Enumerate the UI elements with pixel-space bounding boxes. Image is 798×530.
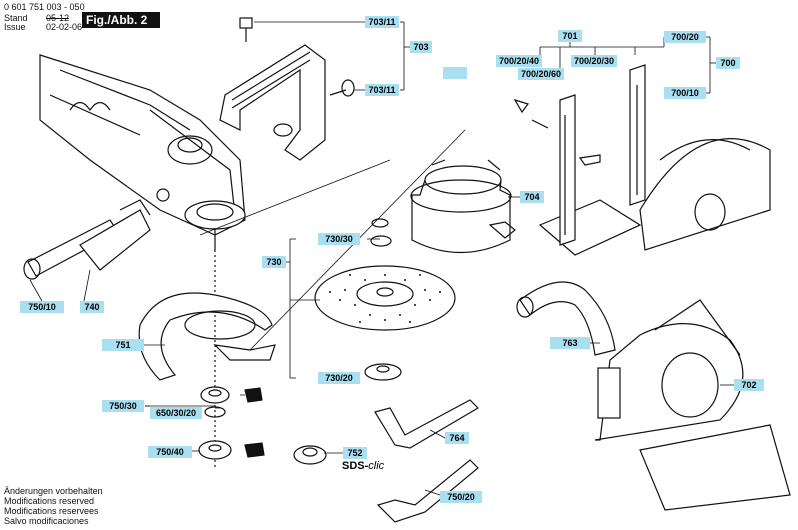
note-line-fr: Modifications reservees bbox=[4, 506, 99, 516]
part-label-703-11-top: 703/11 bbox=[365, 16, 399, 28]
stand-bracket bbox=[219, 17, 355, 161]
stand-label: Stand bbox=[4, 13, 28, 23]
part-label-750-40: 750/40 bbox=[148, 446, 192, 458]
part-label-700-10: 700/10 bbox=[664, 87, 706, 99]
part-label-750-10: 750/10 bbox=[20, 301, 64, 313]
part-label-752: 752 bbox=[343, 447, 367, 459]
part-number: 0 601 751 003 - 050 bbox=[4, 2, 85, 12]
auxiliary-handle bbox=[23, 199, 151, 280]
cutting-guard bbox=[594, 299, 791, 511]
part-label-750-30: 750/30 bbox=[102, 400, 144, 412]
modifications-note: Änderungen vorbehalten Modifications res… bbox=[4, 486, 103, 526]
stand-value: 05-12 bbox=[46, 13, 70, 23]
part-label-730: 730 bbox=[262, 256, 286, 268]
part-label-750-20: 750/20 bbox=[440, 491, 482, 503]
part-label-730-20: 730/20 bbox=[318, 372, 360, 384]
wheel-guard bbox=[138, 292, 276, 381]
angle-grinder bbox=[39, 54, 246, 250]
part-label-740: 740 bbox=[80, 301, 104, 313]
note-line-es: Salvo modificaciones bbox=[4, 516, 89, 526]
note-line-en: Modifications reserved bbox=[4, 496, 95, 506]
backing-pad-holes bbox=[329, 274, 441, 323]
part-label-763: 763 bbox=[550, 337, 590, 349]
part-label-700-20-30: 700/20/30 bbox=[571, 55, 617, 67]
part-label-751: 751 bbox=[102, 339, 144, 351]
figure-label: Fig./Abb. 2 bbox=[82, 12, 160, 28]
issue-label: Issue bbox=[4, 22, 26, 32]
part-label-764: 764 bbox=[445, 432, 469, 444]
suction-hose bbox=[519, 281, 616, 356]
sds-clic-label: SDS-clic bbox=[342, 460, 385, 472]
dust-hood bbox=[410, 159, 516, 253]
part-label-703: 703 bbox=[410, 41, 432, 53]
part-label-701: 701 bbox=[558, 30, 582, 42]
part-label-730-30: 730/30 bbox=[318, 233, 360, 245]
spanner bbox=[374, 399, 479, 449]
part-label-blank bbox=[443, 67, 467, 79]
part-label-650-30-20: 650/30/20 bbox=[150, 407, 202, 419]
part-label-700: 700 bbox=[716, 57, 740, 69]
pin-spanner bbox=[376, 459, 479, 523]
part-label-703-11-mid: 703/11 bbox=[365, 84, 399, 96]
note-line-de: Änderungen vorbehalten bbox=[4, 486, 103, 496]
part-label-704: 704 bbox=[520, 191, 544, 203]
washer-set bbox=[314, 218, 456, 381]
part-label-700-20-60: 700/20/60 bbox=[518, 68, 564, 80]
part-label-700-20: 700/20 bbox=[664, 31, 706, 43]
issue-value: 02-02-06 bbox=[46, 22, 83, 32]
part-label-702: 702 bbox=[734, 379, 764, 391]
part-label-700-20-40: 700/20/40 bbox=[496, 55, 542, 67]
cutting-guide bbox=[513, 64, 771, 256]
